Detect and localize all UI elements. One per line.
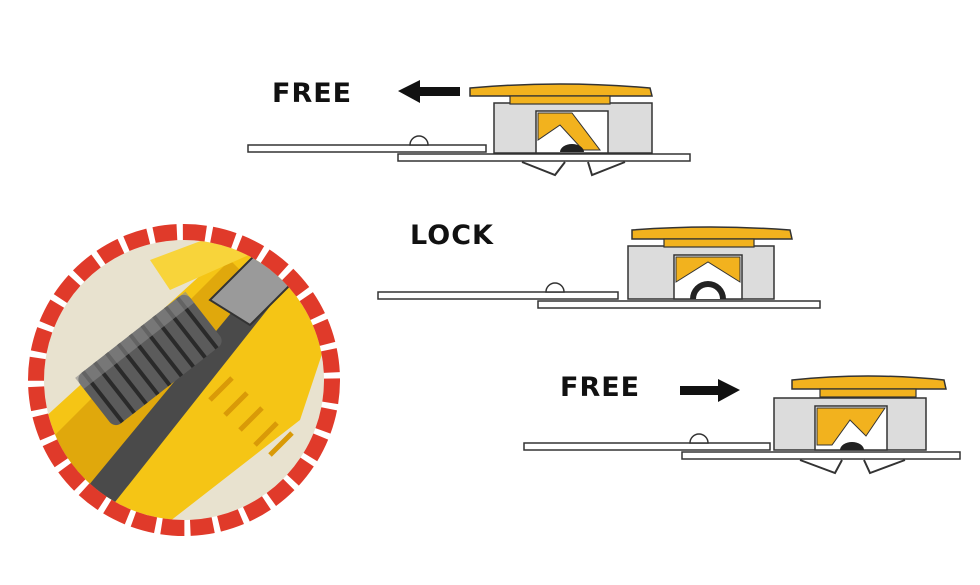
diagram-free-right [523,375,961,475]
diagram-free-left [247,80,691,177]
label-free-right: FREE [560,372,641,403]
slider-wheel [75,291,222,426]
label-free-left: FREE [272,78,353,109]
diagram-lock [377,226,821,309]
metal-slot [60,290,275,520]
arrow-left-icon [398,80,460,103]
label-lock: LOCK [410,220,494,251]
magnified-detail [28,224,340,536]
arrow-right-icon [680,379,740,402]
magnifier-ring [28,224,340,536]
